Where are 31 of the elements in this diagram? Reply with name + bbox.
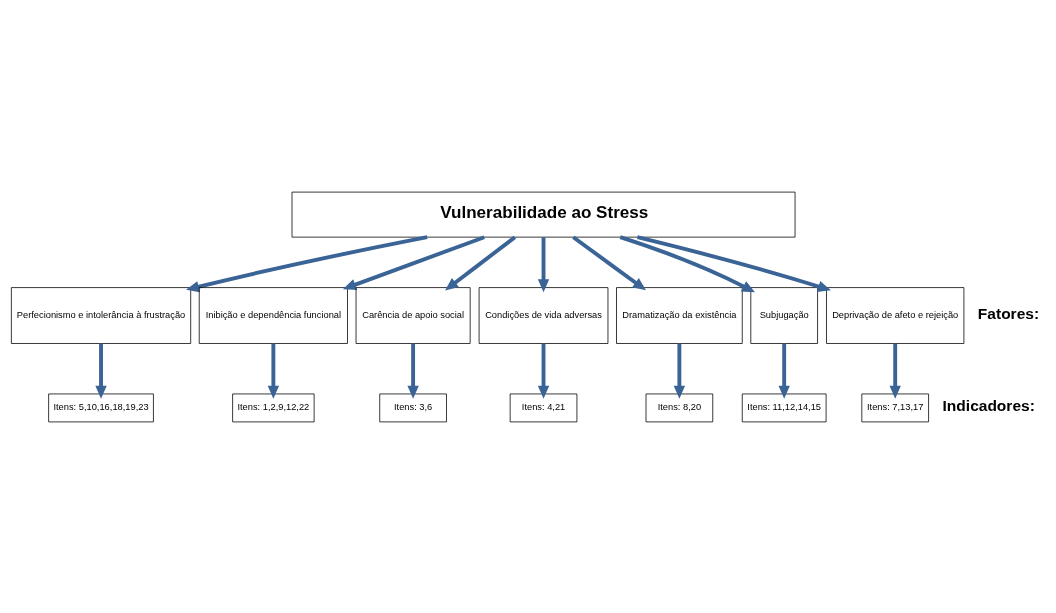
label: Fatores: [977,304,1040,322]
arrow [445,235,517,290]
node-box: Itens: 1,2,9,12,22 [232,393,315,422]
node-box: Itens: 7,13,17 [861,393,929,422]
arrow [342,234,485,290]
node-box: Perfecionismo e intolerância à frustração [10,286,192,344]
node-box: Itens: 11,12,14,15 [741,393,827,422]
node-box: Itens: 4,21 [509,393,578,422]
node-box: Dramatização da existência [616,286,743,344]
arrow [407,343,419,399]
arrow [636,234,831,292]
arrow [537,236,550,292]
node-box: Itens: 8,20 [645,393,714,422]
node-box: Deprivação de afeto e rejeição [826,286,965,344]
node-box: Vulnerabilidade ao Stress [291,191,796,237]
node-box: Subjugação [750,286,818,344]
label: Indicadores: [942,396,1035,414]
arrow [572,235,647,290]
arrow [673,343,686,399]
node-box: Inibição e dependência funcional [198,286,348,344]
node-box: Condições de vida adversas [478,286,609,344]
arrow [267,343,280,399]
node-box: Itens: 5,10,16,18,19,23 [48,393,154,422]
node-box: Itens: 3,6 [379,393,447,422]
arrow [778,343,790,399]
arrow [889,343,901,399]
arrow [537,343,550,399]
arrow [95,343,107,399]
arrow [619,234,755,292]
node-box: Carência de apoio social [355,286,471,344]
arrow [186,234,428,292]
